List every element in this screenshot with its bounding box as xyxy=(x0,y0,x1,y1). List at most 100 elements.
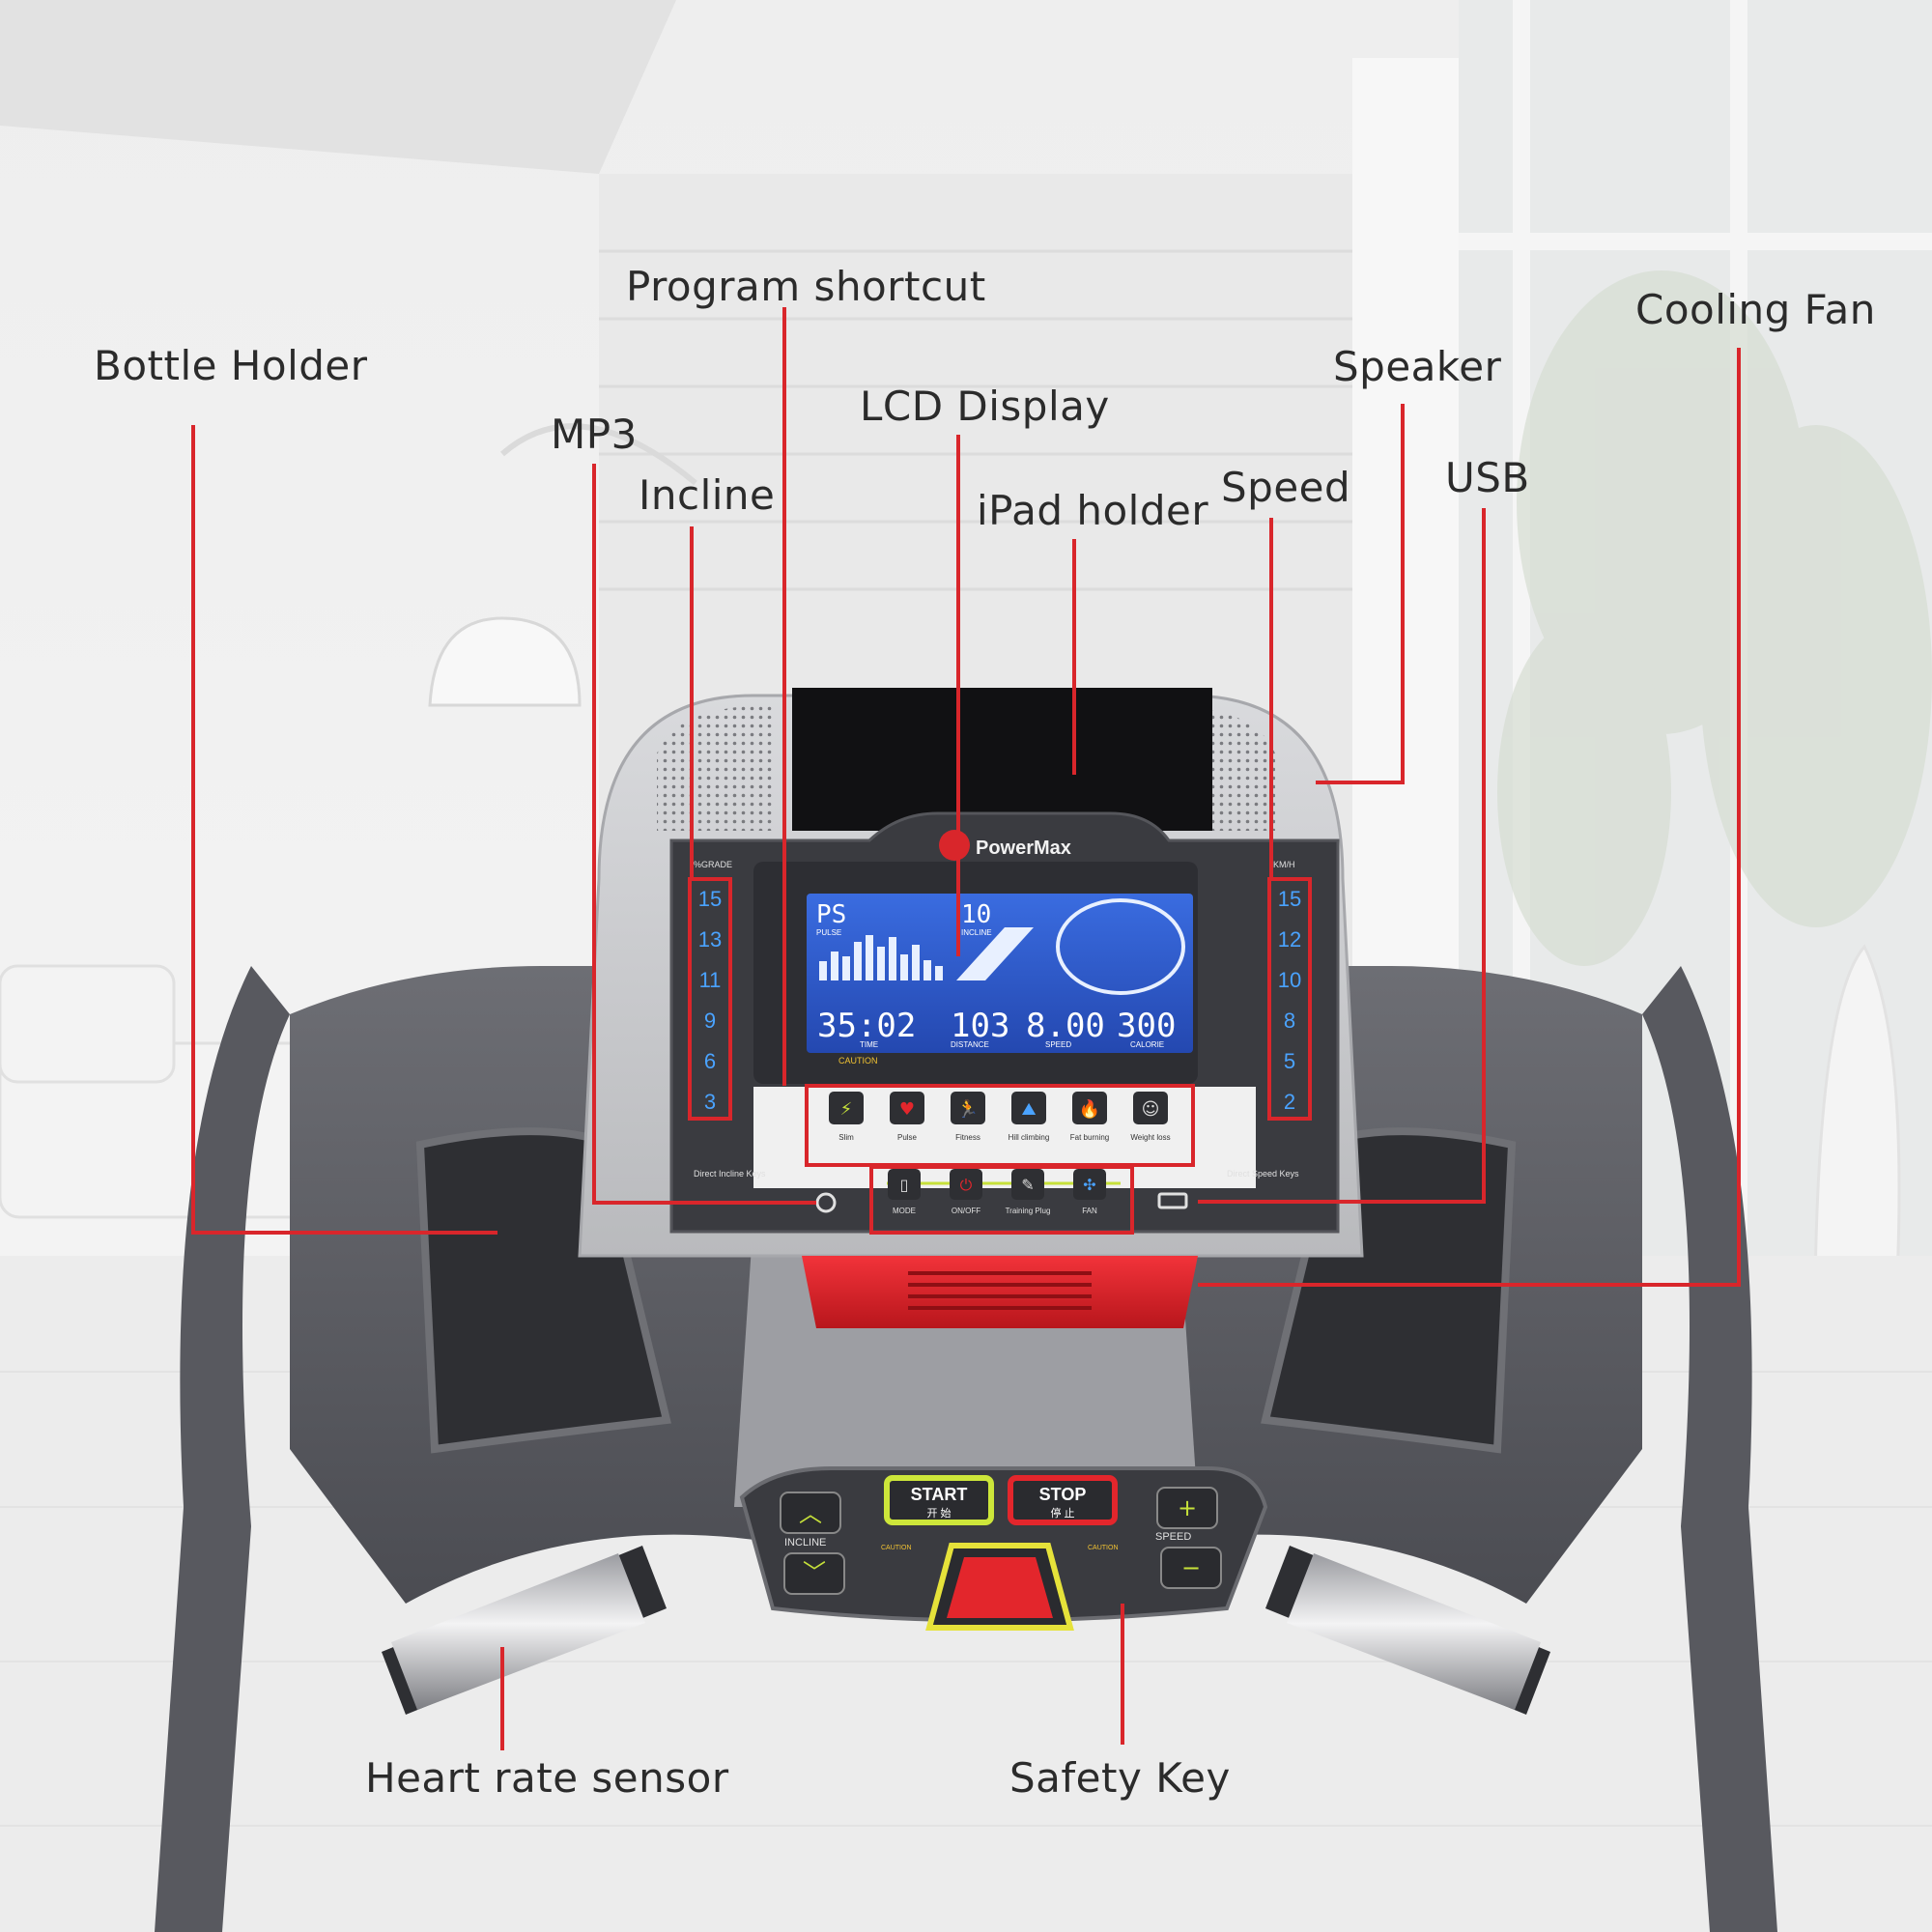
start-label: START xyxy=(911,1485,968,1504)
label-speed: Speed xyxy=(1221,464,1351,511)
label-cooling-fan: Cooling Fan xyxy=(1635,286,1876,333)
incline-key[interactable]: 3 xyxy=(704,1090,716,1114)
program-weight-loss-button[interactable]: ☺ Weight loss xyxy=(1130,1092,1171,1142)
function-buttons: ▯ MODE ⏻ ON/OFF ✎ Training Plug ✣ FAN xyxy=(888,1169,1106,1215)
training-plug-button[interactable]: ✎ Training Plug xyxy=(1006,1169,1051,1215)
stop-button[interactable]: STOP 停 止 xyxy=(1008,1475,1118,1525)
wall-planks xyxy=(599,249,1352,591)
incline-down-button[interactable]: ﹀ xyxy=(783,1552,845,1595)
program-hill-climbing-button[interactable]: ⛰ Hill climbing xyxy=(1009,1092,1050,1142)
leader-usb xyxy=(1198,508,1486,1204)
lcd-pulse: PS xyxy=(816,900,846,929)
fan-icon: ✣ xyxy=(1083,1176,1095,1194)
speed-key[interactable]: 5 xyxy=(1284,1049,1295,1073)
label-mp3: MP3 xyxy=(551,411,638,458)
program-label: Hill climbing xyxy=(1009,1133,1050,1142)
label-lcd-display: LCD Display xyxy=(860,383,1110,430)
lower-caution-left: CAUTION xyxy=(881,1545,912,1551)
incline-header: %GRADE xyxy=(694,860,732,869)
label-program-shortcut: Program shortcut xyxy=(626,263,986,310)
lcd-distance: 103 xyxy=(951,1007,1009,1045)
direct-incline-label: Direct Incline Keys xyxy=(694,1169,766,1179)
lcd-distance-label: DISTANCE xyxy=(951,1040,989,1049)
program-pulse-button[interactable]: ♥ Pulse xyxy=(890,1092,924,1142)
incline-key[interactable]: 13 xyxy=(698,927,722,952)
direct-speed-label: Direct Speed Keys xyxy=(1227,1169,1299,1179)
program-slim-button[interactable]: ⚡ Slim xyxy=(829,1092,864,1142)
chevron-up-icon: ︿ xyxy=(799,1500,822,1527)
lcd-calorie-label: CALORIE xyxy=(1130,1040,1164,1049)
usb-port[interactable] xyxy=(1157,1192,1188,1209)
lower-caution-right: CAUTION xyxy=(1088,1545,1119,1551)
cooling-fan xyxy=(802,1256,1198,1328)
cooling-fan-vents xyxy=(908,1271,1092,1310)
leader-mp3 xyxy=(592,464,816,1205)
speed-header: KM/H xyxy=(1273,860,1295,869)
lcd-incline-graphic xyxy=(956,927,1034,980)
phone-icon: ▯ xyxy=(900,1176,909,1194)
direct-incline-keys: 15 13 11 9 6 3 xyxy=(688,877,732,1121)
function-label: Training Plug xyxy=(1006,1207,1051,1215)
lcd-time-label: TIME xyxy=(860,1040,878,1049)
body-icon: ☺ xyxy=(1142,1099,1160,1120)
runner-icon: 🏃 xyxy=(957,1098,979,1120)
incline-key[interactable]: 15 xyxy=(698,887,722,911)
speed-key[interactable]: 12 xyxy=(1278,927,1301,952)
lcd-bar-graph xyxy=(819,935,943,980)
lcd-speed-label: SPEED xyxy=(1045,1040,1071,1049)
lower-incline-label: INCLINE xyxy=(784,1537,826,1548)
chevron-down-icon: ﹀ xyxy=(803,1559,826,1586)
speed-down-button[interactable]: − xyxy=(1160,1547,1222,1589)
lcd-caution: CAUTION xyxy=(838,1056,878,1065)
ceiling xyxy=(0,0,676,174)
speed-key[interactable]: 10 xyxy=(1278,968,1301,992)
lcd-track-icon xyxy=(1056,898,1185,995)
incline-key[interactable]: 11 xyxy=(699,968,722,992)
mp3-jack[interactable] xyxy=(815,1192,837,1213)
fan-button[interactable]: ✣ FAN xyxy=(1073,1169,1106,1215)
brand-logo: PowerMax xyxy=(976,838,1071,859)
function-label: MODE xyxy=(893,1207,916,1215)
lcd-incline-value: 10 xyxy=(961,900,991,929)
incline-key[interactable]: 9 xyxy=(704,1009,716,1033)
on-off-button[interactable]: ⏻ ON/OFF xyxy=(950,1169,982,1215)
start-button[interactable]: START 开 始 xyxy=(884,1475,994,1525)
flame-icon: 🔥 xyxy=(1079,1098,1100,1120)
hill-runner-icon: ⛰ xyxy=(1021,1099,1036,1120)
leader-bottle-holder xyxy=(191,425,497,1235)
leader-cooling-fan xyxy=(1198,348,1741,1287)
lcd-pulse-label: PULSE xyxy=(816,928,841,937)
speed-up-button[interactable]: + xyxy=(1156,1487,1218,1529)
left-heart-rate-sensor[interactable] xyxy=(382,1546,667,1715)
program-fitness-button[interactable]: 🏃 Fitness xyxy=(951,1092,985,1142)
label-speaker: Speaker xyxy=(1333,343,1502,390)
mode-button[interactable]: ▯ MODE xyxy=(888,1169,921,1215)
lcd-calorie: 300 xyxy=(1117,1007,1176,1045)
speed-key[interactable]: 8 xyxy=(1284,1009,1295,1033)
stop-label: STOP xyxy=(1039,1485,1087,1504)
stop-label-cn: 停 止 xyxy=(1050,1506,1074,1520)
lcd-screen xyxy=(807,894,1193,1053)
right-heart-rate-sensor[interactable] xyxy=(1265,1546,1550,1715)
speed-key[interactable]: 2 xyxy=(1284,1090,1295,1114)
power-icon: ⏻ xyxy=(960,1176,973,1194)
speed-key[interactable]: 15 xyxy=(1278,887,1301,911)
incline-up-button[interactable]: ︿ xyxy=(780,1492,841,1534)
heart-icon: ♥ xyxy=(899,1099,915,1120)
incline-key[interactable]: 6 xyxy=(704,1049,716,1073)
plant xyxy=(1497,270,1932,966)
lcd-incline-label: INCLINE xyxy=(961,928,992,937)
label-ipad-holder: iPad holder xyxy=(977,487,1209,534)
function-label: ON/OFF xyxy=(952,1207,980,1215)
program-fat-burning-button[interactable]: 🔥 Fat burning xyxy=(1070,1092,1109,1142)
callout-lines xyxy=(191,307,1741,1750)
start-label-cn: 开 始 xyxy=(926,1506,951,1520)
label-usb: USB xyxy=(1445,454,1530,501)
label-safety-key: Safety Key xyxy=(1009,1754,1231,1802)
leader-speaker xyxy=(1316,404,1405,784)
slim-icon: ⚡ xyxy=(840,1099,853,1120)
safety-key[interactable] xyxy=(925,1543,1074,1631)
program-label: Pulse xyxy=(897,1133,918,1142)
floor-lamp xyxy=(428,423,697,707)
